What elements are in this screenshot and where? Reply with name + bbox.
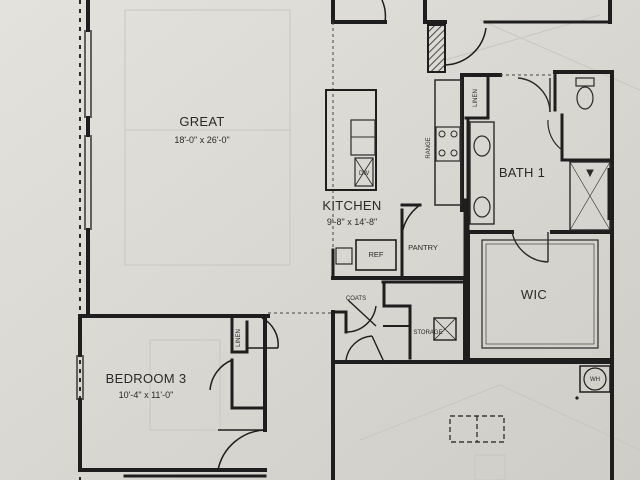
range-counter xyxy=(434,79,462,206)
ref-label: REF xyxy=(369,250,384,259)
hatched-chase xyxy=(427,24,446,73)
bedroom-linen-label: LINEN xyxy=(236,329,242,347)
coats-label: COATS xyxy=(346,296,366,302)
water-heater-box xyxy=(579,365,611,393)
bath-fixtures xyxy=(469,77,611,263)
bedroom3-dims: 10'-4" x 11'-0" xyxy=(119,390,174,400)
door-top-hall xyxy=(381,0,487,66)
great-room-name: GREAT xyxy=(179,114,224,129)
coats-storage xyxy=(345,299,457,363)
outlet-dot xyxy=(575,396,579,400)
attic-access xyxy=(449,415,505,443)
bedroom3-name: BEDROOM 3 xyxy=(106,371,187,386)
wh-label: WH xyxy=(590,377,600,383)
bath-linen-label: LINEN xyxy=(473,89,479,107)
kitchen-dims: 9'-8" x 14'-8" xyxy=(327,217,377,227)
walls xyxy=(78,0,614,480)
water-heater-icon xyxy=(583,367,607,391)
windows-great-room xyxy=(76,30,92,400)
counter-box xyxy=(335,247,353,265)
storage-label: STORAGE xyxy=(413,330,442,336)
wic-name: WIC xyxy=(521,287,547,302)
dw-label: DW xyxy=(359,171,369,177)
refrigerator-outline xyxy=(355,239,397,271)
bath1-name: BATH 1 xyxy=(499,165,545,180)
kitchen-island xyxy=(325,89,377,191)
kitchen-name: KITCHEN xyxy=(322,198,381,213)
pantry-label: PANTRY xyxy=(408,243,438,252)
dashed-separators xyxy=(268,22,555,314)
wic-shelving xyxy=(481,239,599,349)
pantry-door xyxy=(400,204,421,251)
range-label: RANGE xyxy=(426,137,432,158)
great-room-dims: 18'-0" x 26'-0" xyxy=(174,135,229,145)
bedroom-door xyxy=(209,317,279,471)
